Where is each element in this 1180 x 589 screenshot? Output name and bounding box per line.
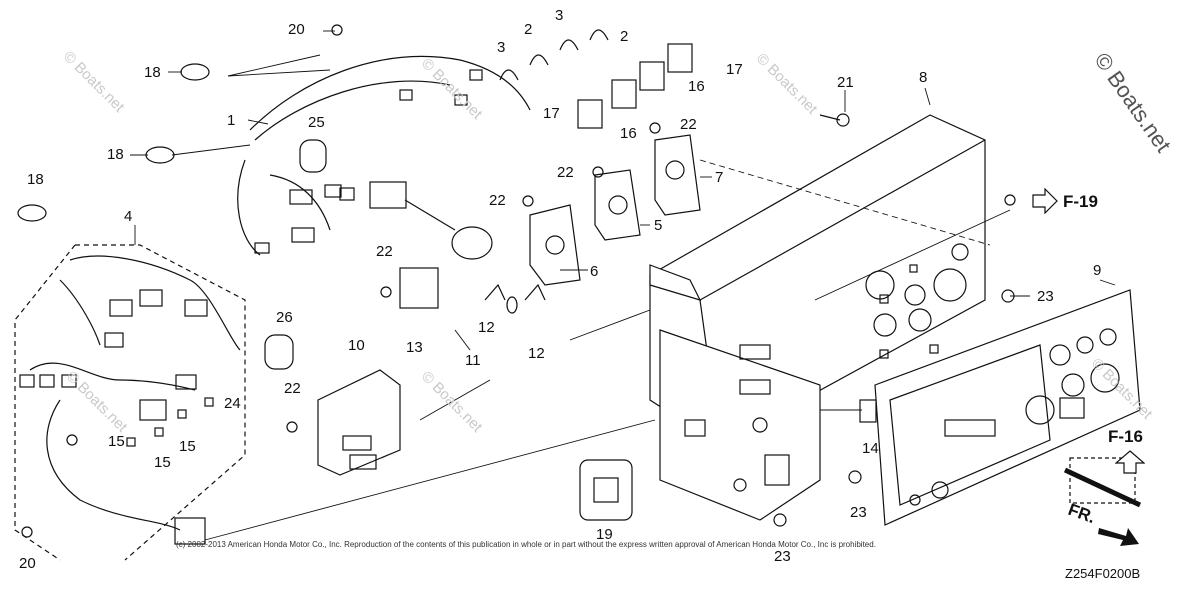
callout-15: 15 bbox=[179, 438, 196, 455]
callout-23: 23 bbox=[1037, 288, 1054, 305]
callout-17: 17 bbox=[726, 61, 743, 78]
receptacles bbox=[529, 134, 701, 286]
callout-16: 16 bbox=[688, 78, 705, 95]
callout-25: 25 bbox=[308, 114, 325, 131]
callout-7: 7 bbox=[715, 169, 724, 186]
callout-15: 15 bbox=[108, 433, 125, 450]
callout-22: 22 bbox=[680, 116, 697, 133]
callout-22: 22 bbox=[557, 164, 574, 181]
callout-18: 18 bbox=[107, 146, 124, 163]
sub-harness bbox=[14, 244, 246, 561]
small-components bbox=[17, 24, 1142, 538]
callout-4: 4 bbox=[124, 208, 133, 225]
diagram-code: Z254F0200B bbox=[1065, 566, 1141, 581]
callout-15: 15 bbox=[154, 454, 171, 471]
callout-12: 12 bbox=[478, 319, 495, 336]
reference-f16: F-16 bbox=[1108, 427, 1143, 446]
callout-20: 20 bbox=[288, 21, 305, 38]
callout-22: 22 bbox=[284, 380, 301, 397]
copyright-notice: (c) 2002-2013 American Honda Motor Co., … bbox=[176, 540, 876, 549]
callout-26: 26 bbox=[276, 309, 293, 326]
reference-f19: F-19 bbox=[1063, 192, 1098, 211]
harness-main bbox=[237, 56, 531, 256]
callout-5: 5 bbox=[654, 217, 663, 234]
front-panel bbox=[874, 289, 1141, 526]
callout-18: 18 bbox=[144, 64, 161, 81]
callout-2: 2 bbox=[620, 28, 629, 45]
up-arrow-icon bbox=[1114, 450, 1146, 474]
callout-14: 14 bbox=[862, 440, 879, 457]
callout-22: 22 bbox=[376, 243, 393, 260]
callout-24: 24 bbox=[224, 395, 241, 412]
callout-9: 9 bbox=[1093, 262, 1102, 279]
callout-6: 6 bbox=[590, 263, 599, 280]
leader-lines bbox=[130, 30, 1116, 541]
callout-13: 13 bbox=[406, 339, 423, 356]
callout-1: 1 bbox=[227, 112, 236, 129]
callout-21: 21 bbox=[837, 74, 854, 91]
reference-arrow-icon bbox=[1032, 187, 1058, 215]
callout-12: 12 bbox=[528, 345, 545, 362]
front-arrow-icon bbox=[1098, 522, 1140, 548]
callout-20: 20 bbox=[19, 555, 36, 572]
callout-11: 11 bbox=[465, 352, 481, 369]
callout-17: 17 bbox=[543, 105, 560, 122]
callout-23: 23 bbox=[774, 548, 791, 565]
callout-8: 8 bbox=[919, 69, 928, 86]
control-panel-box bbox=[649, 114, 986, 521]
callout-16: 16 bbox=[620, 125, 637, 142]
callout-3: 3 bbox=[497, 39, 506, 56]
callout-19: 19 bbox=[596, 526, 613, 543]
callout-3: 3 bbox=[555, 7, 564, 24]
callout-2: 2 bbox=[524, 21, 533, 38]
sub-harness-wires bbox=[19, 255, 241, 545]
callout-18: 18 bbox=[27, 171, 44, 188]
callout-22: 22 bbox=[489, 192, 506, 209]
callout-23: 23 bbox=[850, 504, 867, 521]
callout-10: 10 bbox=[348, 337, 365, 354]
